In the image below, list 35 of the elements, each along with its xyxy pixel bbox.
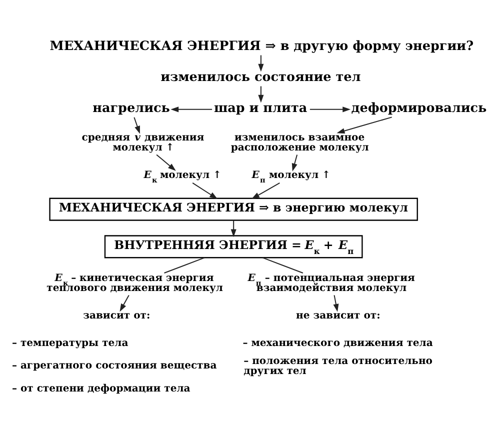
- arrow: [170, 106, 212, 112]
- arrow: [120, 294, 130, 312]
- node-text: E$_{к}$ – кинетическая энергия теплового движения молекул: [46, 272, 223, 294]
- node-text: деформировались: [351, 100, 487, 116]
- node-text: нагрелись: [92, 100, 170, 116]
- label: – механического движения тела: [242, 337, 433, 348]
- node-text: E$_{к}$ молекул ↑: [144, 170, 222, 184]
- node-text: МЕХАНИЧЕСКАЯ ЭНЕРГИЯ ⇒ в другую форму энергии?: [50, 38, 474, 54]
- label: – агрегатного состояния вещества: [12, 360, 217, 372]
- arrow: [192, 182, 218, 198]
- node-text: зависит от:: [83, 310, 150, 322]
- arrow: [230, 220, 236, 237]
- connector: [262, 256, 304, 273]
- arrow: [336, 116, 392, 134]
- node-text: шар и плита: [214, 100, 308, 116]
- arrow: [310, 106, 351, 112]
- arrow: [252, 182, 280, 199]
- arrow: [156, 154, 176, 170]
- arrow: [258, 86, 264, 102]
- node-text: средняя v движения молекул ↑: [82, 132, 204, 154]
- label: – от степени деформации тела: [12, 383, 190, 394]
- node-text: E$_{п}$ молекул ↑: [252, 170, 330, 184]
- connector: [164, 256, 205, 273]
- arrow: [258, 54, 264, 72]
- arrow: [134, 116, 140, 134]
- node-text: изменилось взаимное расположение молекул: [230, 132, 369, 154]
- node-box: МЕХАНИЧЕСКАЯ ЭНЕРГИЯ ⇒ в энергию молекул: [49, 197, 418, 220]
- node-box: ВНУТРЕННЯЯ ЭНЕРГИЯ = E$_{к}$ + E$_{п}$: [104, 234, 363, 258]
- label: – положения тела относительно других тел: [244, 356, 432, 377]
- arrow: [333, 294, 339, 312]
- arrow: [292, 154, 298, 171]
- node-text: не зависит от:: [296, 310, 380, 322]
- node-text: изменилось состояние тел: [160, 69, 361, 84]
- label: – температуры тела: [12, 337, 128, 348]
- node-text: E$_{п}$ – потенциальная энергия взаимодействия молекул: [248, 272, 415, 294]
